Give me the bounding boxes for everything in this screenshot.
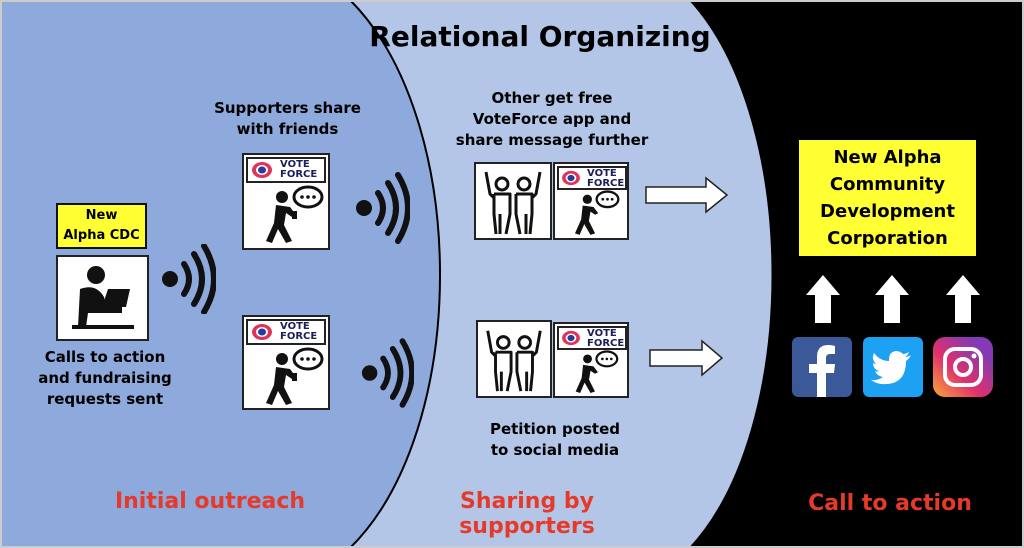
right-arrow-icon [645,176,729,214]
diagram-title: Relational Organizing [369,20,711,53]
new-alpha-community-box: New Alpha Community Development Corporat… [799,140,976,256]
others-caption: Other get free VoteForce app and share m… [455,89,649,149]
wifi-signal-icon [162,244,216,314]
person-with-phone-icon [574,190,620,235]
person-with-phone-icon [266,185,324,243]
right-arrow-icon [649,339,724,377]
cheering-people-card [476,320,552,398]
person-with-phone-icon [575,350,619,394]
supporters-caption: Supporters share with friends [214,99,361,138]
petition-caption: Petition posted to social media [489,420,621,459]
laptop-user-icon [72,266,134,329]
facebook-icon [792,337,852,397]
left-caption: Calls to action and fundraising requests… [38,348,172,408]
wifi-signal-icon [361,338,414,408]
call-to-action-label: Call to action [808,491,972,516]
cheering-people-icon [486,330,542,392]
up-arrow-icon [875,275,909,323]
initial-outreach-label: Initial outreach [114,489,306,514]
initial-outreach-region [0,0,441,548]
cheering-people-card [474,162,552,240]
cheering-people-icon [484,171,542,235]
up-arrow-icon [946,275,980,323]
instagram-icon [933,337,993,397]
wifi-signal-icon [356,172,410,244]
sharing-by-supporters-label: Sharing by supporters [459,489,595,539]
up-arrow-icon [806,275,840,323]
laptop-user-card [56,255,149,341]
new-alpha-cdc-label: New Alpha CDC [56,203,147,249]
person-with-phone-icon [266,347,324,405]
twitter-icon [863,337,923,397]
